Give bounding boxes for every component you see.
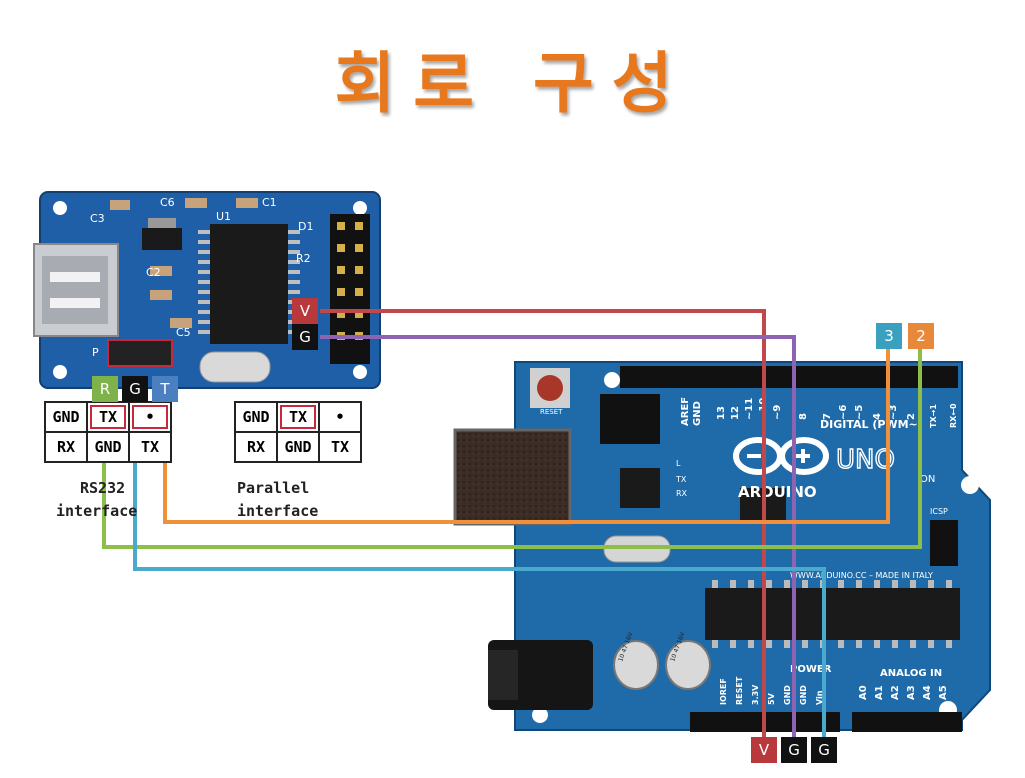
reset-label: RESET bbox=[540, 408, 563, 416]
tag-module-gnd: G bbox=[292, 324, 318, 350]
pin-label: 7 bbox=[822, 413, 833, 420]
wire-gnd-2 bbox=[133, 400, 826, 740]
wire-gnd bbox=[320, 335, 796, 740]
digital-label: DIGITAL (PWM~) bbox=[820, 418, 923, 431]
table-cell: TX bbox=[86, 401, 130, 433]
silk-label: U1 bbox=[216, 210, 231, 223]
table-cell: GND bbox=[86, 431, 130, 463]
reset-button-icon bbox=[530, 368, 570, 408]
table-cell: • bbox=[318, 401, 362, 433]
pin-label: AREF bbox=[680, 397, 691, 426]
wire-vcc bbox=[320, 309, 766, 740]
table-cell: TX bbox=[318, 431, 362, 463]
pin-label: ~11 bbox=[744, 398, 755, 420]
table-cell: RX bbox=[234, 431, 278, 463]
tag-gnd: G bbox=[122, 376, 148, 402]
tag-pin2: 2 bbox=[908, 323, 934, 349]
table-cell: GND bbox=[234, 401, 278, 433]
parallel-pin-table: GND TX • RX GND TX bbox=[234, 401, 362, 463]
power-pin-label: GND bbox=[783, 685, 792, 705]
usb-b-jack-icon bbox=[453, 428, 572, 526]
board-brand: ARDUINO bbox=[738, 483, 817, 501]
module-pin-header bbox=[330, 214, 370, 364]
tag-rx: R bbox=[92, 376, 118, 402]
tag-pin3: 3 bbox=[876, 323, 902, 349]
pin-label: 4 bbox=[872, 413, 883, 420]
pin-label: ~3 bbox=[888, 405, 899, 420]
pin-label: ~6 bbox=[838, 405, 849, 420]
wire-rx-to-pin2 bbox=[102, 348, 922, 549]
table-cell: GND bbox=[276, 431, 320, 463]
tag-tx: T bbox=[152, 376, 178, 402]
pin-label: RX←0 bbox=[949, 403, 958, 428]
board-model: UNO bbox=[836, 445, 895, 475]
usb-module: C3 C6 U1 C1 D1 C2 R2 C5 P bbox=[33, 191, 381, 389]
table-cell: GND bbox=[44, 401, 88, 433]
power-pin-label: GND bbox=[799, 685, 808, 705]
table-cell: TX bbox=[128, 431, 172, 463]
tag-module-vcc: V bbox=[292, 298, 318, 324]
silk-label: D1 bbox=[298, 220, 313, 233]
silk-label: C2 bbox=[146, 266, 161, 279]
pin-label: 13 bbox=[716, 406, 727, 420]
analog-pin-label: A3 bbox=[906, 685, 917, 700]
icsp-label: ICSP bbox=[930, 507, 948, 516]
led-label: TX bbox=[675, 475, 687, 484]
parallel-caption-line1: Parallel bbox=[237, 479, 310, 497]
tag-bottom-gnd: G bbox=[781, 737, 807, 763]
dc-jack-icon bbox=[488, 640, 593, 710]
pin-label: ~9 bbox=[772, 405, 783, 420]
pin-label: 12 bbox=[730, 406, 741, 420]
on-label: ON bbox=[920, 474, 935, 485]
pin-label: GND bbox=[692, 401, 703, 426]
silk-label: C1 bbox=[262, 196, 277, 209]
power-pin-label: 3.3V bbox=[751, 684, 760, 705]
table-cell: RX bbox=[44, 431, 88, 463]
rs232-pin-table: GND TX • RX GND TX bbox=[44, 401, 172, 463]
led-label: L bbox=[676, 459, 681, 468]
atmega-chip-icon bbox=[705, 580, 960, 648]
tag-bottom-gnd-2: G bbox=[811, 737, 837, 763]
pin-label: TX→1 bbox=[929, 404, 938, 428]
pin-label: ~5 bbox=[854, 405, 865, 420]
analog-pin-label: A1 bbox=[874, 685, 885, 700]
power-label: POWER bbox=[790, 664, 832, 675]
tag-bottom-vcc: V bbox=[751, 737, 777, 763]
table-cell: TX bbox=[276, 401, 320, 433]
rs232-caption-line1: RS232 bbox=[80, 479, 126, 497]
table-cell: • bbox=[128, 401, 172, 433]
silk-label: P bbox=[92, 346, 99, 359]
silk-label: C5 bbox=[176, 326, 191, 339]
analog-pin-label: A4 bbox=[922, 685, 933, 700]
website-label: WWW.ARDUINO.CC – MADE IN ITALY bbox=[790, 571, 933, 580]
analog-pin-label: A5 bbox=[938, 685, 949, 700]
led-label: RX bbox=[676, 489, 688, 498]
arduino-logo-icon bbox=[733, 437, 829, 475]
analog-pin-label: A2 bbox=[890, 685, 901, 700]
parallel-caption-line2: interface bbox=[237, 502, 319, 520]
power-pin-label: Vin bbox=[815, 690, 824, 705]
analog-label: ANALOG IN bbox=[880, 668, 942, 679]
power-pin-label: 5V bbox=[767, 692, 776, 705]
silk-label: R2 bbox=[296, 252, 311, 265]
capacitor-icon bbox=[613, 640, 711, 690]
pin-label: 8 bbox=[798, 413, 809, 420]
analog-pin-label: A0 bbox=[858, 685, 869, 700]
power-pin-label: IOREF bbox=[719, 678, 728, 705]
usb-socket-icon bbox=[33, 243, 119, 337]
silk-label: C6 bbox=[160, 196, 175, 209]
ch376-chip-icon bbox=[198, 224, 300, 344]
page-title: 회로 구성 bbox=[334, 45, 691, 122]
rs232-caption-line2: interface bbox=[56, 502, 138, 520]
pin-label: 2 bbox=[906, 413, 917, 420]
power-pin-label: RESET bbox=[735, 676, 744, 705]
silk-label: C3 bbox=[90, 212, 105, 225]
